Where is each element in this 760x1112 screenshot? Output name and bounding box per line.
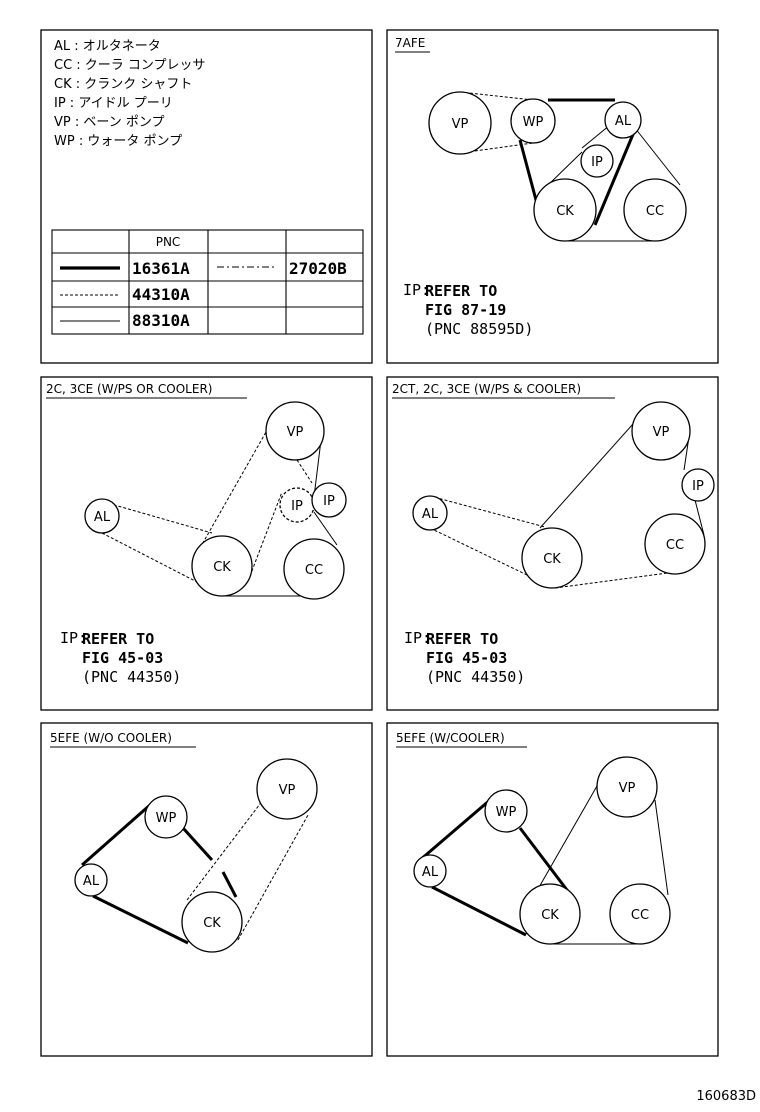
pnc-header: PNC <box>156 235 181 249</box>
pulley-cc <box>609 883 671 945</box>
label-vp: VP <box>452 117 469 132</box>
figure-id: 160683D <box>696 1089 756 1104</box>
label-ip: IP <box>591 155 603 170</box>
ref-line1: REFER TO <box>426 630 498 648</box>
panel-2ct-2c-3ce <box>386 376 719 711</box>
panel-5efe-w-cooler <box>386 722 719 1057</box>
diagram-2ct-2c-3ce: 2CT, 2C, 3CE (W/PS & COOLER) VP IP AL CK… <box>392 382 715 686</box>
panel-title-5efe-w: 5EFE (W/COOLER) <box>396 731 505 745</box>
panel-title-2c: 2C, 3CE (W/PS OR COOLER) <box>46 382 212 396</box>
pnc-27020b: 27020B <box>289 259 347 278</box>
legend-abbreviations: AL : オルタネータ CC : クーラ コンプレッサ CK : クランク シャ… <box>54 39 206 149</box>
panel-5efe-wo-cooler <box>40 722 373 1057</box>
ref-line1: REFER TO <box>82 630 154 648</box>
diagram-7afe: 7AFE VP WP AL IP CK CC IP: REFER TO FIG … <box>395 36 687 338</box>
ref-line1: REFER TO <box>425 282 497 300</box>
pulley-wp <box>484 789 528 833</box>
panel-title-2ct: 2CT, 2C, 3CE (W/PS & COOLER) <box>392 382 581 396</box>
ref-line2: FIG 87-19 <box>425 301 506 319</box>
pulley-cc <box>644 513 706 575</box>
ref-prefix: IP: <box>403 281 430 299</box>
pulley-vp <box>596 756 658 818</box>
pulley-vp <box>631 401 691 461</box>
label-vp: VP <box>619 781 636 796</box>
pulley-vp <box>256 758 318 820</box>
legend-vp: VP : ベーン ポンプ <box>54 115 164 130</box>
panel-legend <box>40 29 373 364</box>
label-vp: VP <box>653 425 670 440</box>
label-ck: CK <box>203 916 221 931</box>
pulley-ip <box>580 144 614 178</box>
ref-prefix: IP: <box>60 629 87 647</box>
pulley-ck <box>181 891 243 953</box>
ref-line3: (PNC 44350) <box>82 668 181 686</box>
diagram-5efe-w-cooler: 5EFE (W/COOLER) VP WP AL CK CC <box>396 731 671 945</box>
label-ip: IP <box>323 494 335 509</box>
label-ck: CK <box>213 560 231 575</box>
label-al: AL <box>422 865 439 880</box>
pulley-ip <box>311 482 347 518</box>
legend-al: AL : オルタネータ <box>54 39 161 54</box>
legend-ck: CK : クランク シャフト <box>54 77 192 92</box>
label-vp: VP <box>279 783 296 798</box>
diagram-2c-3ce: 2C, 3CE (W/PS OR COOLER) VP IP IP AL CK … <box>46 382 347 686</box>
pulley-vp <box>428 91 492 155</box>
panel-2c-3ce <box>40 376 373 711</box>
label-al: AL <box>422 507 439 522</box>
label-wp: WP <box>496 805 517 820</box>
legend-cc: CC : クーラ コンプレッサ <box>54 58 206 73</box>
label-al: AL <box>83 874 100 889</box>
pulley-cc <box>623 178 687 242</box>
panel-title-7afe: 7AFE <box>395 36 425 50</box>
label-vp: VP <box>287 425 304 440</box>
pulley-wp <box>510 98 556 144</box>
label-ck: CK <box>541 908 559 923</box>
pulley-ip <box>681 468 715 502</box>
label-ip-dashed: IP <box>291 499 303 514</box>
label-cc: CC <box>631 908 649 923</box>
pnc-16361a: 16361A <box>132 259 190 278</box>
label-wp: WP <box>523 115 544 130</box>
pulley-ck <box>191 535 253 597</box>
label-ck: CK <box>543 552 561 567</box>
label-ck: CK <box>556 204 574 219</box>
pulley-al <box>413 854 447 888</box>
label-al: AL <box>94 510 111 525</box>
pulley-ck <box>521 527 583 589</box>
pulley-al <box>84 498 120 534</box>
pulley-cc <box>283 538 345 600</box>
pnc-44310a: 44310A <box>132 285 190 304</box>
legend-wp: WP : ウォータ ポンプ <box>54 134 182 149</box>
ref-prefix: IP: <box>404 629 431 647</box>
label-al: AL <box>615 114 632 129</box>
legend-ip: IP : アイドル プーリ <box>54 96 173 111</box>
pulley-al <box>604 101 642 139</box>
pulley-al <box>412 495 448 531</box>
pnc-table: PNC 16361A 27020B 44310A 88310A <box>51 229 364 335</box>
pulley-vp <box>265 401 325 461</box>
pulley-al <box>74 863 108 897</box>
label-cc: CC <box>646 204 664 219</box>
panel-7afe <box>386 29 719 364</box>
diagram-5efe-wo-cooler: 5EFE (W/O COOLER) VP WP AL CK <box>50 731 318 953</box>
ref-line2: FIG 45-03 <box>426 649 507 667</box>
pulley-ck <box>533 178 597 242</box>
ref-line3: (PNC 88595D) <box>425 320 533 338</box>
ref-line2: FIG 45-03 <box>82 649 163 667</box>
label-ip: IP <box>692 479 704 494</box>
pulley-wp <box>144 795 188 839</box>
pnc-88310a: 88310A <box>132 311 190 330</box>
label-wp: WP <box>156 811 177 826</box>
label-cc: CC <box>666 538 684 553</box>
pulley-ck <box>519 883 581 945</box>
label-cc: CC <box>305 563 323 578</box>
ref-line3: (PNC 44350) <box>426 668 525 686</box>
panel-title-5efe-wo: 5EFE (W/O COOLER) <box>50 731 172 745</box>
